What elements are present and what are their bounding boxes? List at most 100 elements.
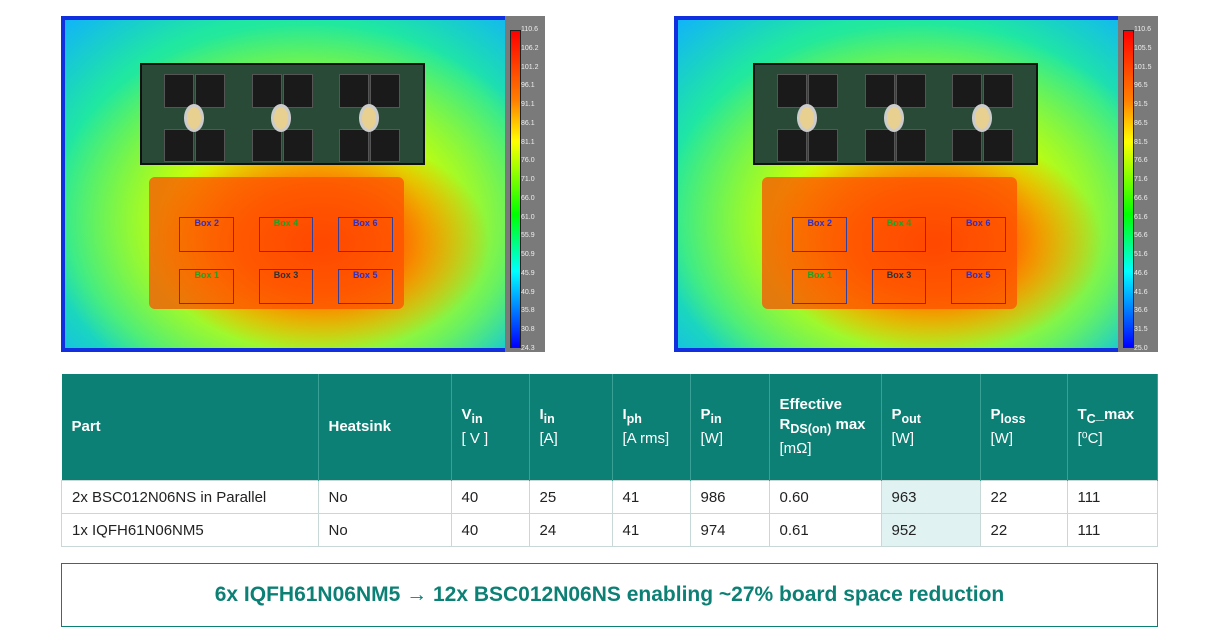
table-cell: 111	[1066, 480, 1158, 514]
capacitor	[797, 103, 818, 132]
table-cell: 40	[450, 513, 530, 547]
header-heatsink: Heatsink	[318, 374, 452, 481]
scale-tick: 45.9	[521, 269, 535, 277]
pcb-board	[752, 62, 1039, 166]
table-cell: 963	[880, 480, 981, 514]
table-cell: 952	[880, 513, 981, 547]
table-cell: 41	[611, 480, 691, 514]
table-cell: 0.61	[768, 513, 882, 547]
mosfet-chip	[195, 128, 226, 163]
table-cell: 40	[450, 480, 530, 514]
color-scale-gradient	[1123, 30, 1134, 348]
measure-box: Box 1	[792, 269, 848, 305]
scale-tick: 36.6	[1134, 307, 1148, 315]
header-pin: Pin[W]	[690, 374, 770, 481]
table-cell: 111	[1066, 513, 1158, 547]
table-cell: No	[317, 513, 452, 547]
mosfet-chip	[338, 128, 370, 163]
scale-tick: 25.0	[1134, 344, 1148, 352]
mosfet-chip	[982, 74, 1014, 108]
header-pout: Pout[W]	[881, 374, 981, 481]
measure-box: Box 6	[950, 216, 1006, 252]
mosfet-chip	[251, 128, 282, 163]
scale-tick: 31.5	[1134, 326, 1148, 333]
scale-tick: 81.5	[1134, 138, 1148, 146]
scale-tick: 106.2	[521, 44, 539, 52]
hot-region	[761, 177, 1017, 309]
table-cell: 24	[528, 513, 613, 547]
scale-tick: 61.0	[521, 213, 535, 221]
capacitor	[184, 103, 205, 132]
measure-box: Box 4	[258, 216, 314, 252]
mosfet-chip	[951, 74, 983, 108]
scale-tick: 51.6	[1134, 251, 1148, 258]
table-cell: 0.60	[768, 480, 882, 514]
measure-box: Box 3	[258, 269, 314, 305]
results-table: Part Heatsink Vin[ V ] Iin[A] Iph[A rms]…	[61, 374, 1158, 547]
scale-tick: 76.0	[521, 157, 535, 165]
scale-tick: 101.5	[1134, 63, 1152, 71]
mosfet-chip	[864, 74, 895, 108]
mosfet-chip	[369, 128, 401, 163]
capacitor	[884, 103, 905, 132]
color-scale-gradient	[510, 30, 521, 348]
measure-box: Box 4	[871, 216, 927, 252]
scale-tick: 110.6	[1134, 26, 1151, 33]
mosfet-chip	[895, 74, 926, 108]
scale-tick: 71.6	[1134, 176, 1148, 183]
mosfet-chip	[808, 74, 839, 108]
scale-tick: 30.8	[521, 326, 535, 333]
scale-tick: 110.6	[521, 26, 538, 33]
scale-tick: 76.6	[1134, 157, 1148, 165]
summary-banner: 6x IQFH61N06NM5 → 12x BSC012N06NS enabli…	[61, 563, 1158, 627]
table-cell: 986	[689, 480, 770, 514]
table-cell: No	[317, 480, 452, 514]
header-ploss: Ploss[W]	[980, 374, 1068, 481]
mosfet-chip	[282, 128, 313, 163]
capacitor	[971, 103, 992, 132]
header-vin: Vin[ V ]	[451, 374, 530, 481]
scale-tick: 91.1	[521, 101, 535, 108]
header-tcmax: TC_max[⁰C]	[1067, 374, 1158, 481]
measure-box: Box 2	[792, 216, 848, 252]
scale-tick: 41.6	[1134, 288, 1148, 296]
scale-tick: 50.9	[521, 251, 535, 258]
mosfet-chip	[369, 74, 401, 108]
mosfet-chip	[777, 74, 808, 108]
capacitor	[358, 103, 379, 132]
measure-box: Box 5	[950, 269, 1006, 305]
table-cell: 974	[689, 513, 770, 547]
scale-tick: 55.9	[521, 232, 535, 240]
table-cell: 22	[979, 513, 1068, 547]
mosfet-chip	[164, 128, 195, 163]
table-cell: 2x BSC012N06NS in Parallel	[61, 480, 319, 514]
mosfet-chip	[864, 128, 895, 163]
scale-tick: 46.6	[1134, 269, 1148, 277]
measure-box: Box 5	[337, 269, 393, 305]
scale-tick: 66.0	[521, 194, 535, 202]
capacitor	[271, 103, 292, 132]
scale-tick: 71.0	[521, 176, 535, 183]
scale-tick: 61.6	[1134, 213, 1148, 221]
mosfet-chip	[951, 128, 983, 163]
mosfet-chip	[338, 74, 370, 108]
scale-tick: 56.6	[1134, 232, 1148, 240]
hot-region	[148, 177, 404, 309]
pcb-board	[139, 62, 426, 166]
mosfet-chip	[251, 74, 282, 108]
table-cell: 41	[611, 513, 691, 547]
scale-tick: 96.5	[1134, 82, 1148, 90]
scale-tick: 86.5	[1134, 119, 1148, 127]
scale-tick: 101.2	[521, 63, 539, 71]
header-iin: Iin[A]	[529, 374, 613, 481]
mosfet-chip	[895, 128, 926, 163]
header-iph: Iph[A rms]	[612, 374, 691, 481]
measure-box: Box 2	[179, 216, 235, 252]
